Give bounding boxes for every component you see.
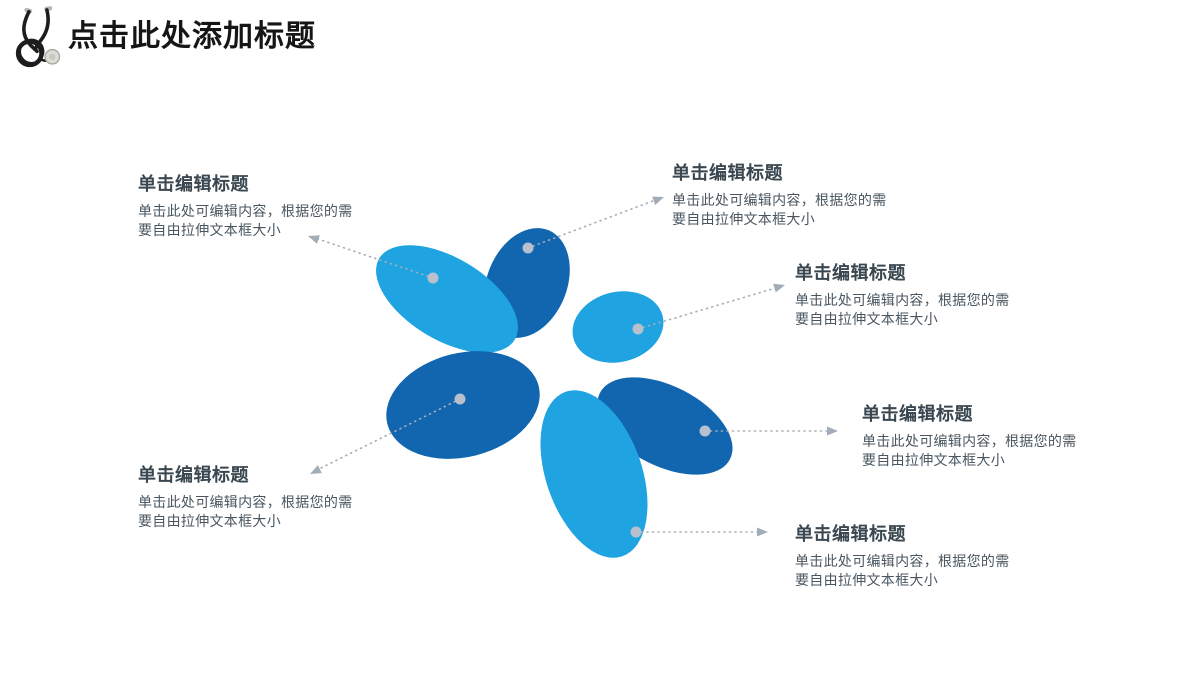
callout-body-line: 单击此处可编辑内容，根据您的需: [138, 203, 353, 219]
petal-bottom: [540, 390, 648, 558]
callout-heading[interactable]: 单击编辑标题: [138, 174, 249, 194]
callout-body[interactable]: 单击此处可编辑内容，根据您的需 要自由拉伸文本框大小: [138, 493, 418, 531]
callout-right: 单击编辑标题 单击此处可编辑内容，根据您的需 要自由拉伸文本框大小: [862, 400, 1142, 470]
callout-heading[interactable]: 单击编辑标题: [862, 404, 973, 424]
callout-bottom-left: 单击编辑标题 单击此处可编辑内容，根据您的需 要自由拉伸文本框大小: [138, 461, 418, 531]
callout-bottom-right: 单击编辑标题 单击此处可编辑内容，根据您的需 要自由拉伸文本框大小: [795, 520, 1075, 590]
connector-line-mid-right: [637, 286, 780, 330]
callout-body-line: 要自由拉伸文本框大小: [862, 452, 1005, 468]
callout-mid-right: 单击编辑标题 单击此处可编辑内容，根据您的需 要自由拉伸文本框大小: [795, 259, 1075, 329]
callout-body-line: 要自由拉伸文本框大小: [795, 311, 938, 327]
callout-body[interactable]: 单击此处可编辑内容，根据您的需 要自由拉伸文本框大小: [138, 202, 418, 240]
anchor-dot: [454, 393, 466, 405]
anchor-dot: [699, 425, 711, 437]
arrowhead-bottom-right: [757, 527, 768, 537]
callout-body-line: 单击此处可编辑内容，根据您的需: [862, 433, 1077, 449]
callout-top-left: 单击编辑标题 单击此处可编辑内容，根据您的需 要自由拉伸文本框大小: [138, 170, 418, 240]
page-title[interactable]: 点击此处添加标题: [68, 20, 316, 53]
anchor-dot: [522, 242, 534, 254]
petal-left: [386, 351, 540, 459]
connector-line-top-right: [527, 198, 659, 249]
arrowhead-right: [827, 426, 838, 436]
arrowhead-top-left: [308, 235, 320, 244]
petal-upper-right: [572, 291, 664, 363]
callout-body[interactable]: 单击此处可编辑内容，根据您的需 要自由拉伸文本框大小: [672, 191, 952, 229]
anchor-dot: [632, 323, 644, 335]
callout-heading[interactable]: 单击编辑标题: [138, 465, 249, 485]
callout-body-line: 单击此处可编辑内容，根据您的需: [138, 494, 353, 510]
callout-body-line: 单击此处可编辑内容，根据您的需: [795, 292, 1010, 308]
arrowhead-bottom-left: [310, 465, 322, 474]
anchor-dot: [630, 526, 642, 538]
slide-header: 点击此处添加标题: [10, 6, 316, 68]
callout-heading[interactable]: 单击编辑标题: [672, 163, 783, 183]
callout-body-line: 要自由拉伸文本框大小: [138, 222, 281, 238]
callout-body[interactable]: 单击此处可编辑内容，根据您的需 要自由拉伸文本框大小: [795, 552, 1075, 590]
callout-body[interactable]: 单击此处可编辑内容，根据您的需 要自由拉伸文本框大小: [862, 432, 1142, 470]
arrowhead-mid-right: [773, 283, 785, 293]
anchor-dot: [427, 272, 439, 284]
callout-body-line: 要自由拉伸文本框大小: [138, 513, 281, 529]
callout-body-line: 要自由拉伸文本框大小: [795, 572, 938, 588]
callout-heading[interactable]: 单击编辑标题: [795, 524, 906, 544]
connector-line-bottom-left: [314, 398, 461, 472]
connector-line-top-left: [314, 237, 434, 279]
stethoscope-icon: [15, 6, 61, 68]
callout-top-right: 单击编辑标题 单击此处可编辑内容，根据您的需 要自由拉伸文本框大小: [672, 159, 952, 229]
callout-heading[interactable]: 单击编辑标题: [795, 263, 906, 283]
arrowhead-top-right: [652, 196, 664, 206]
petal-upper-left: [376, 245, 518, 353]
callout-body-line: 单击此处可编辑内容，根据您的需: [672, 192, 887, 208]
callout-body-line: 单击此处可编辑内容，根据您的需: [795, 553, 1010, 569]
callout-body[interactable]: 单击此处可编辑内容，根据您的需 要自由拉伸文本框大小: [795, 291, 1075, 329]
callout-body-line: 要自由拉伸文本框大小: [672, 211, 815, 227]
